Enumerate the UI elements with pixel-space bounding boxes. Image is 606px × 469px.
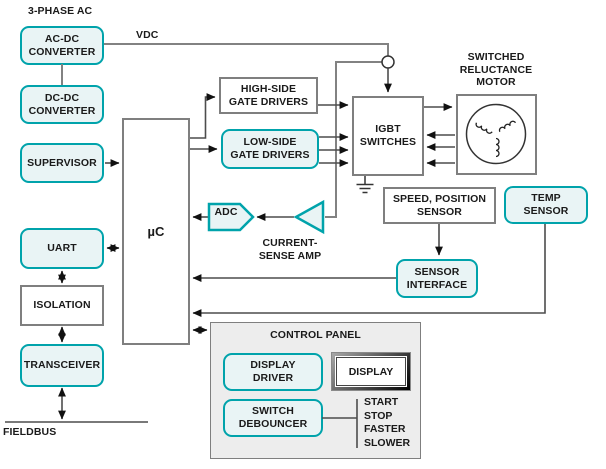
block-mcu: µC bbox=[122, 118, 190, 345]
block-switch-debouncer: SWITCH DEBOUNCER bbox=[223, 399, 323, 437]
block-sensor-interface: SENSOR INTERFACE bbox=[396, 259, 478, 298]
wire-temp-mcu bbox=[192, 224, 546, 317]
block-isolation: ISOLATION bbox=[20, 285, 104, 326]
wire-mcu-highside bbox=[190, 93, 216, 139]
adc-label: ADC bbox=[214, 206, 238, 218]
switch-label-slower: SLOWER bbox=[364, 436, 411, 449]
vdc-label: VDC bbox=[136, 29, 159, 41]
block-speed-position-sensor: SPEED, POSITION SENSOR bbox=[383, 187, 496, 224]
block-high-side-gate-drivers: HIGH-SIDE GATE DRIVERS bbox=[219, 77, 318, 114]
block-igbt-switches: IGBT SWITCHES bbox=[352, 96, 424, 176]
block-supervisor: SUPERVISOR bbox=[20, 143, 104, 183]
current-sensor-node-icon bbox=[381, 55, 395, 69]
block-display: DISPLAY bbox=[331, 352, 411, 391]
display-screen: DISPLAY bbox=[336, 357, 406, 386]
fieldbus-label: FIELDBUS bbox=[3, 426, 57, 438]
switch-label-stop: STOP bbox=[364, 409, 393, 422]
block-transceiver: TRANSCEIVER bbox=[20, 344, 104, 387]
block-motor bbox=[456, 94, 537, 175]
control-panel-title: CONTROL PANEL bbox=[270, 329, 361, 341]
block-temp-sensor: TEMP SENSOR bbox=[504, 186, 588, 224]
wire-vdc bbox=[104, 43, 389, 56]
block-dc-dc-converter: DC-DC CONVERTER bbox=[20, 85, 104, 124]
block-low-side-gate-drivers: LOW-SIDE GATE DRIVERS bbox=[221, 129, 319, 169]
current-sense-amp-label: CURRENT- SENSE AMP bbox=[258, 237, 322, 262]
switch-label-faster: FASTER bbox=[364, 423, 406, 436]
block-uart: UART bbox=[20, 228, 104, 269]
block-display-driver: DISPLAY DRIVER bbox=[223, 353, 323, 391]
three-phase-ac-label: 3-PHASE AC bbox=[28, 5, 93, 17]
switch-label-list: START STOP FASTER SLOWER bbox=[364, 396, 410, 450]
motor-label: SWITCHED RELUCTANCE MOTOR bbox=[459, 51, 533, 89]
current-sense-amp-icon bbox=[293, 199, 325, 235]
block-ac-dc-converter: AC-DC CONVERTER bbox=[20, 26, 104, 65]
ground-icon bbox=[356, 176, 374, 194]
switch-label-start: START bbox=[364, 396, 399, 408]
